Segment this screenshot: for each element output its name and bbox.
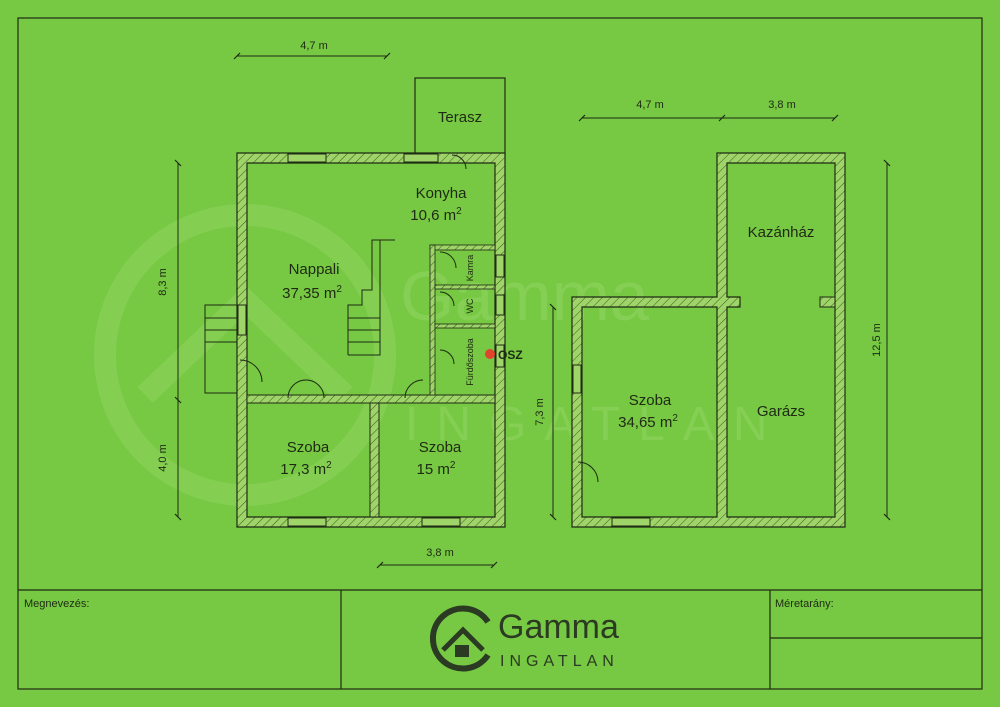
window [287, 517, 327, 527]
window [403, 153, 439, 163]
bath-wall [434, 323, 496, 329]
area-value: 37,35 m [282, 285, 336, 302]
area-value: 34,65 m [618, 414, 672, 431]
watermark-subtitle: INGATLAN [405, 398, 785, 451]
logo-house-icon [441, 626, 485, 652]
dim-right-right: 12,5 m [871, 323, 883, 357]
window [611, 517, 651, 527]
staircase [347, 239, 395, 356]
red-dot-icon [485, 349, 495, 359]
area-unit-exponent: 2 [450, 460, 456, 471]
door-swing [287, 379, 325, 399]
window [572, 364, 582, 394]
area-unit-exponent: 2 [672, 413, 678, 424]
service-wall [429, 244, 436, 396]
door-swing [439, 291, 455, 307]
room-big-bedroom-name: Szoba [629, 392, 672, 409]
overlay-text: OSZ [498, 348, 523, 362]
room-bedroom2-area: 15 m2 [417, 460, 456, 478]
kamra-wall [429, 244, 496, 251]
wall-stub [819, 296, 836, 308]
room-kitchen-area: 10,6 m2 [410, 206, 462, 224]
left-floor-plan: Terasz Konyha 10,6 m2 Nappali 37,35 m2 S… [157, 40, 523, 569]
area-unit-exponent: 2 [336, 284, 342, 295]
dim-right-left: 7,3 m [534, 398, 546, 426]
room-pantry-name: Kamra [465, 255, 475, 282]
sheet-frame [17, 17, 983, 690]
room-bedroom1-area: 17,3 m2 [280, 460, 332, 478]
window [287, 153, 327, 163]
room-wc-name: WC [465, 298, 475, 313]
left-inner-wall-horizontal [246, 394, 496, 404]
left-dimension-lines [174, 52, 498, 569]
room-garage-name: Garázs [757, 403, 805, 420]
room-living-area: 37,35 m2 [282, 284, 342, 302]
left-windows [237, 153, 505, 527]
window [237, 304, 247, 336]
room-bedroom1-name: Szoba [287, 439, 330, 456]
door-swing [239, 359, 263, 383]
logo-window-icon [455, 645, 469, 657]
logo-ring-icon [429, 605, 491, 672]
window [495, 254, 505, 278]
company-logo: Gamma INGATLAN [429, 605, 619, 672]
window [495, 344, 505, 368]
dim-right-top-left: 4,7 m [636, 99, 664, 111]
door-swing [439, 349, 455, 365]
wc-wall [434, 284, 496, 290]
area-unit-exponent: 2 [326, 460, 332, 471]
room-bedroom2-name: Szoba [419, 439, 462, 456]
room-big-bedroom-area: 34,65 m2 [618, 413, 678, 431]
window [421, 517, 461, 527]
area-value: 17,3 m [280, 461, 326, 478]
door-swing [577, 461, 599, 483]
room-living-name: Nappali [289, 261, 340, 278]
scale-label: Méretarány: [775, 598, 834, 610]
area-unit-exponent: 2 [456, 206, 462, 217]
right-dimension-lines [549, 114, 891, 521]
dim-right-top-right: 3,8 m [768, 99, 796, 111]
dim-left-upper: 8,3 m [157, 268, 169, 296]
name-label: Megnevezés: [24, 598, 89, 610]
room-terrace-name: Terasz [438, 109, 482, 126]
left-inner-wall-vertical [369, 402, 380, 518]
dim-left-lower: 4,0 m [157, 444, 169, 472]
room-bathroom-name: Fürdőszoba [465, 338, 475, 386]
window [495, 294, 505, 316]
entrance-steps [204, 304, 238, 394]
right-walls [571, 152, 846, 528]
area-value: 10,6 m [410, 207, 456, 224]
door-swing [404, 379, 424, 399]
room-boiler-name: Kazánház [748, 224, 815, 241]
area-value: 15 m [417, 461, 450, 478]
room-kitchen-name: Konyha [416, 185, 468, 202]
dim-left-bottom: 3,8 m [426, 547, 454, 559]
right-floor-plan: Kazánház Garázs Szoba 34,65 m2 4,7 m 3,8… [534, 99, 891, 528]
logo-subtitle: INGATLAN [500, 653, 619, 670]
door-swing [451, 154, 467, 170]
title-block: Megnevezés: Méretarány: Gamma INGATLAN [18, 589, 982, 689]
door-swing [439, 251, 457, 269]
logo-title: Gamma [498, 608, 619, 646]
watermark-title: Gamma [400, 257, 649, 335]
left-doors [239, 154, 467, 399]
right-windows [572, 364, 651, 527]
dim-left-top: 4,7 m [300, 40, 328, 52]
